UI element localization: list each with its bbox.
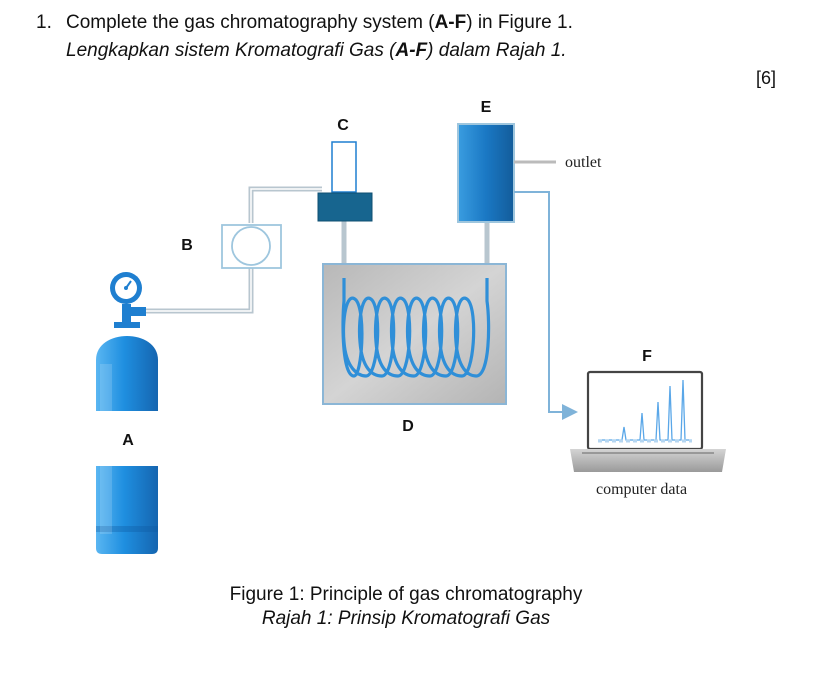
question-en-pre: Complete the gas chromatography system ( xyxy=(66,12,435,33)
signal-line xyxy=(514,191,578,420)
question-ms-pre: Lengkapkan sistem Kromatografi Gas ( xyxy=(66,40,396,61)
label-b: B xyxy=(181,237,193,254)
gas-cylinder xyxy=(96,272,161,554)
outlet-label: outlet xyxy=(565,154,602,171)
question-ms-bold: A-F xyxy=(395,40,428,61)
figure-caption-en: Figure 1: Principle of gas chromatograph… xyxy=(229,584,583,605)
pipe-cylinder-to-regulator xyxy=(142,263,254,314)
marks-label: [6] xyxy=(755,68,776,88)
question-text-en: Complete the gas chromatography system (… xyxy=(66,12,573,34)
cylinder-label-box xyxy=(96,411,161,466)
question-ms-post: ) dalam Rajah 1. xyxy=(427,40,567,61)
laptop-base xyxy=(570,449,726,472)
question-en-bold: A-F xyxy=(434,12,467,33)
flow-regulator xyxy=(221,224,282,269)
label-a: A xyxy=(122,432,134,449)
label-e: E xyxy=(481,99,492,116)
column-coil xyxy=(341,278,491,378)
figure-caption-ms: Rajah 1: Prinsip Kromatografi Gas xyxy=(261,608,551,629)
chromatogram-trace xyxy=(598,379,692,441)
question-text-ms: Lengkapkan sistem Kromatografi Gas (A-F)… xyxy=(66,40,567,62)
laptop xyxy=(570,370,726,472)
label-f: F xyxy=(642,348,652,365)
pipe-regulator-to-injector xyxy=(248,186,322,223)
column-oven xyxy=(322,263,507,405)
label-d: D xyxy=(402,418,414,435)
label-c: C xyxy=(337,117,349,134)
detector xyxy=(457,123,578,420)
computer-data-label: computer data xyxy=(596,481,687,498)
injector xyxy=(317,141,373,222)
question-number: 1. xyxy=(36,12,52,33)
question-en-post: ) in Figure 1. xyxy=(466,12,573,33)
